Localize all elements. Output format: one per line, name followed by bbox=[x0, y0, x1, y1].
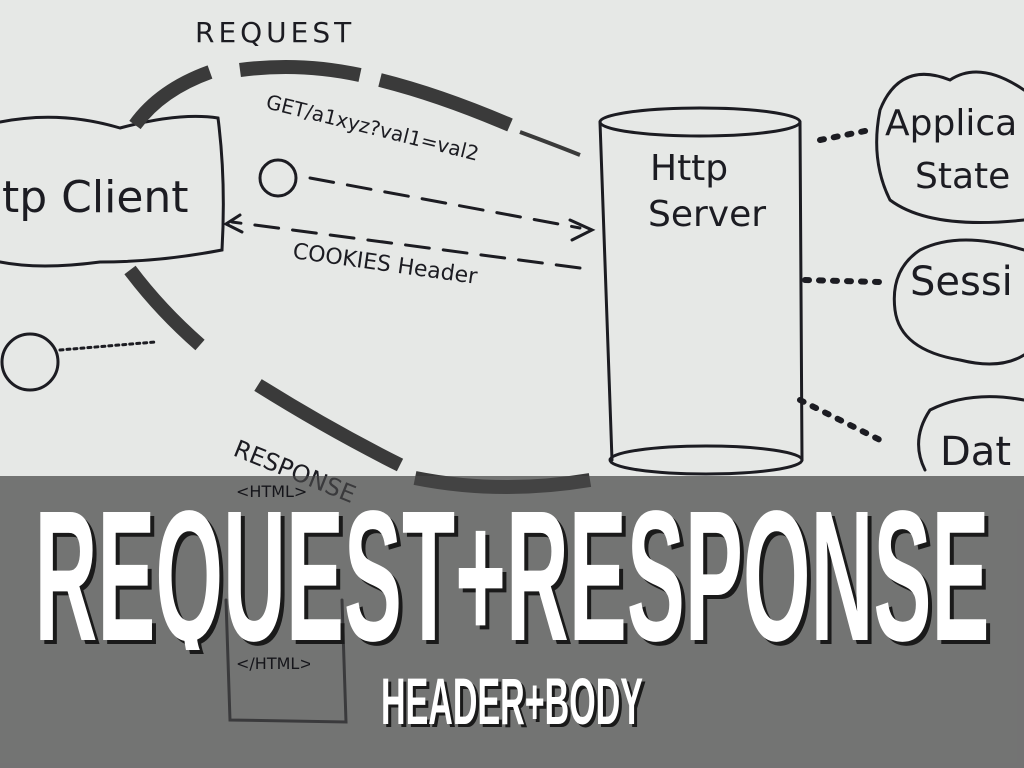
request-arrow bbox=[519, 130, 581, 157]
app-state-cloud bbox=[875, 70, 1024, 224]
data-cloud bbox=[917, 395, 1024, 472]
response-arrow bbox=[124, 265, 205, 351]
request-arrow bbox=[378, 73, 513, 132]
cookie-request-dashes bbox=[308, 176, 582, 230]
face-icon bbox=[0, 332, 60, 392]
server-label-2: Server bbox=[648, 194, 766, 235]
face-icon bbox=[258, 158, 298, 198]
response-arrow bbox=[254, 379, 404, 472]
app-state-label-2: State bbox=[915, 156, 1010, 197]
arrowhead-icon bbox=[568, 218, 596, 242]
request-arrow bbox=[129, 65, 213, 130]
arrowhead-icon bbox=[222, 213, 244, 234]
slide-subtitle: HEADER+BODY bbox=[381, 664, 643, 734]
server-bottom bbox=[608, 444, 804, 476]
app-state-label-1: Applica bbox=[885, 103, 1017, 144]
request-label: REQUEST bbox=[195, 16, 355, 49]
session-cloud bbox=[892, 238, 1024, 366]
cookie-response-dashes bbox=[230, 220, 582, 270]
html-open-label-layer: <HTML> bbox=[236, 482, 307, 501]
server-top bbox=[598, 106, 802, 138]
server-label-1: Http bbox=[650, 148, 728, 189]
request-arrow bbox=[239, 59, 362, 82]
data-label: Dat bbox=[940, 429, 1011, 475]
html-close-label-layer: </HTML> bbox=[236, 654, 310, 673]
client-box bbox=[0, 114, 225, 268]
cookies-label: COOKIES Header bbox=[291, 239, 479, 290]
slide-title-container: REQUEST+RESPONSE bbox=[35, 500, 990, 650]
dotted-connectors bbox=[797, 127, 883, 443]
html-open-label: <HTML> bbox=[236, 482, 307, 501]
slide-subtitle-container: HEADER+BODY bbox=[381, 664, 643, 734]
html-close-label: </HTML> bbox=[236, 654, 310, 673]
session-label: Sessi bbox=[910, 259, 1013, 305]
client-label: tp Client bbox=[2, 172, 189, 223]
title-overlay-band bbox=[0, 476, 1024, 768]
dotted-connector bbox=[58, 340, 157, 352]
slide-title: REQUEST+RESPONSE bbox=[35, 500, 990, 650]
